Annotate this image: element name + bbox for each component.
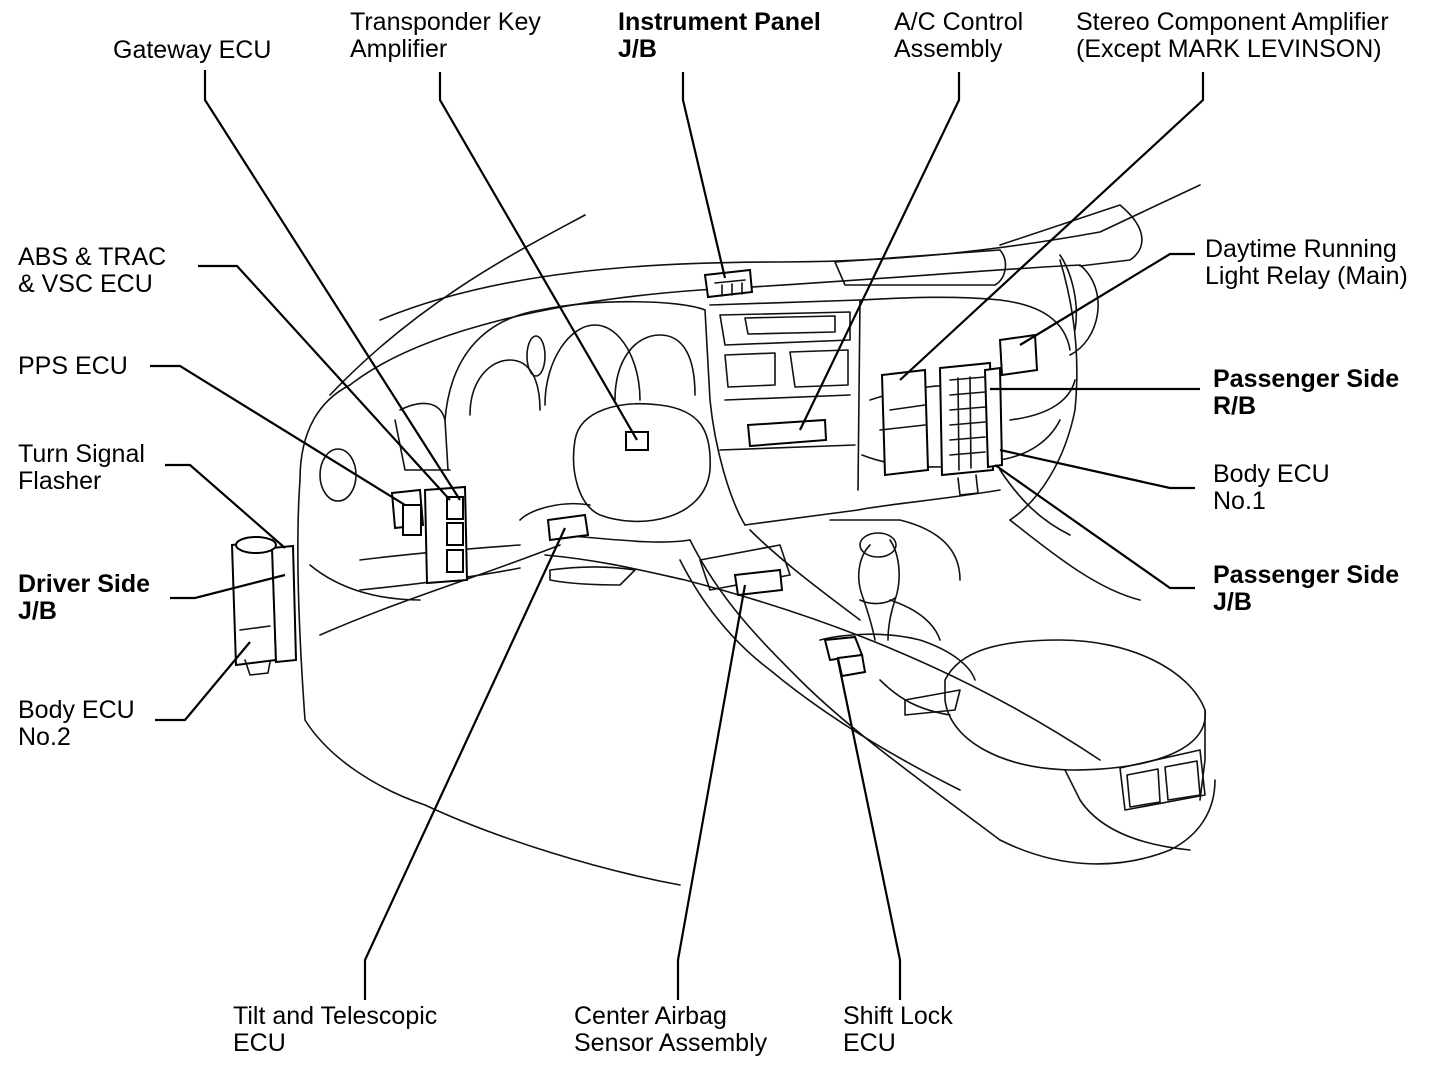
label-line: Center Airbag [574,1002,727,1030]
label-line: No.1 [1213,487,1266,515]
label-line: (Except MARK LEVINSON) [1076,35,1382,63]
label-abs-trac-vsc-ecu: ABS & TRAC & VSC ECU [18,244,166,298]
label-line: Body ECU [1213,460,1330,488]
label-instrument-panel-jb: Instrument Panel J/B [618,9,821,63]
label-line: Instrument Panel [618,8,821,36]
label-body-ecu-no2: Body ECU No.2 [18,697,135,751]
label-line: ABS & TRAC [18,243,167,271]
label-tilt-telescopic-ecu: Tilt and Telescopic ECU [233,1003,437,1057]
label-gateway-ecu: Gateway ECU [113,37,271,64]
label-line: Amplifier [350,35,448,63]
label-pps-ecu: PPS ECU [18,353,128,380]
label-line: J/B [18,597,57,625]
label-line: Driver Side [18,570,151,598]
label-line: Tilt and Telescopic [233,1002,438,1030]
label-transponder-key-amplifier: Transponder Key Amplifier [350,9,541,63]
label-line: J/B [618,35,657,63]
label-line: Passenger Side [1213,365,1400,393]
label-line: Flasher [18,467,102,495]
label-passenger-side-jb: Passenger Side J/B [1213,562,1399,616]
label-line: No.2 [18,723,71,751]
label-stereo-component-amplifier: Stereo Component Amplifier (Except MARK … [1076,9,1389,63]
label-line: Body ECU [18,696,135,724]
label-line: A/C Control [894,8,1024,36]
label-turn-signal-flasher: Turn Signal Flasher [18,441,145,495]
label-line: Transponder Key [350,8,541,36]
label-line: Light Relay (Main) [1205,262,1408,290]
label-line: ECU [843,1029,896,1057]
label-body-ecu-no1: Body ECU No.1 [1213,461,1330,515]
label-daytime-running-light-relay: Daytime Running Light Relay (Main) [1205,236,1408,290]
label-line: Passenger Side [1213,561,1400,589]
label-line: Shift Lock [843,1002,953,1030]
label-shift-lock-ecu: Shift Lock ECU [843,1003,953,1057]
label-line: Daytime Running [1205,235,1397,263]
label-line: Stereo Component Amplifier [1076,8,1389,36]
label-line: J/B [1213,588,1252,616]
label-line: PPS ECU [18,352,128,380]
label-line: R/B [1213,392,1257,420]
label-ac-control-assembly: A/C Control Assembly [894,9,1023,63]
label-center-airbag-sensor: Center Airbag Sensor Assembly [574,1003,767,1057]
label-passenger-side-rb: Passenger Side R/B [1213,366,1399,420]
label-line: Sensor Assembly [574,1029,768,1057]
label-line: & VSC ECU [18,270,153,298]
label-line: Turn Signal [18,440,145,468]
label-line: Gateway ECU [113,36,272,64]
label-line: ECU [233,1029,286,1057]
label-line: Assembly [894,35,1003,63]
label-driver-side-jb: Driver Side J/B [18,571,150,625]
